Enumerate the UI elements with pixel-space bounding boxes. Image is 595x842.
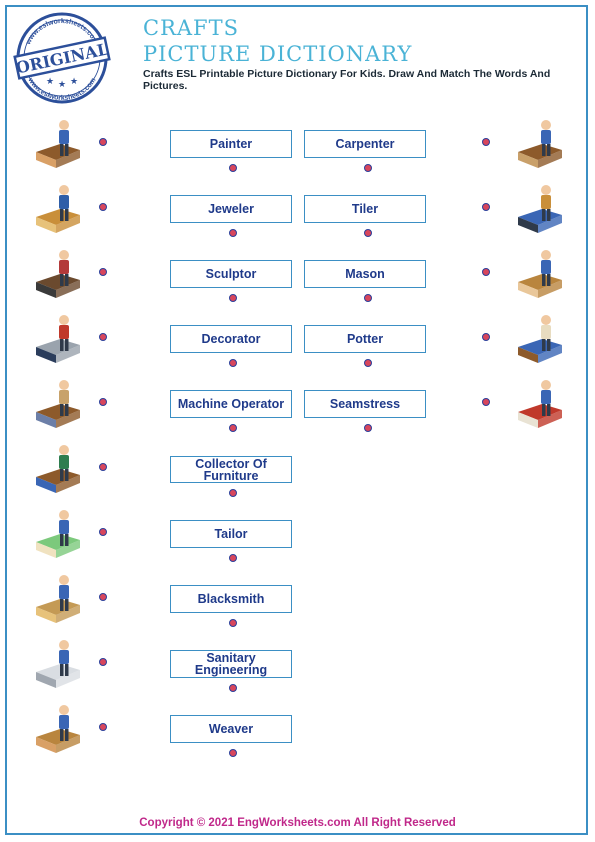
page-subtitle: Crafts ESL Printable Picture Dictionary … bbox=[143, 68, 551, 92]
word-box-right: Mason bbox=[304, 260, 426, 288]
word-box-left: Sculptor bbox=[170, 260, 292, 288]
copyright-footer: Copyright © 2021 EngWorksheets.com All R… bbox=[139, 817, 456, 829]
word-box-left: Weaver bbox=[170, 715, 292, 743]
word-box-left: Machine Operator bbox=[170, 390, 292, 418]
picture-match-dot[interactable] bbox=[99, 333, 107, 341]
picture-match-dot[interactable] bbox=[482, 203, 490, 211]
tiler-worker-icon bbox=[518, 185, 562, 233]
word-box-right: Tiler bbox=[304, 195, 426, 223]
jewelry-workshop-icon bbox=[36, 185, 80, 233]
word-match-dot[interactable] bbox=[229, 554, 237, 562]
floor-tiler-icon bbox=[518, 315, 562, 363]
tailor-mannequins-icon bbox=[36, 315, 80, 363]
sewing-machine-worker-icon bbox=[36, 120, 80, 168]
word-match-dot[interactable] bbox=[229, 164, 237, 172]
word-match-dot[interactable] bbox=[229, 684, 237, 692]
picture-match-dot[interactable] bbox=[99, 658, 107, 666]
wood-planing-icon bbox=[36, 705, 80, 753]
picture-match-dot[interactable] bbox=[99, 398, 107, 406]
word-match-dot[interactable] bbox=[364, 359, 372, 367]
word-match-dot[interactable] bbox=[229, 749, 237, 757]
original-stamp-icon: www.eslworksheets.com www.eslworksheets.… bbox=[13, 12, 111, 104]
picture-match-dot[interactable] bbox=[99, 268, 107, 276]
svg-text:ORIGINAL: ORIGINAL bbox=[14, 39, 110, 77]
page-frame bbox=[5, 5, 588, 835]
word-match-dot[interactable] bbox=[364, 294, 372, 302]
weaving-loom-icon bbox=[36, 380, 80, 428]
blacksmith-anvil-icon bbox=[36, 250, 80, 298]
word-match-dot[interactable] bbox=[229, 619, 237, 627]
picture-match-dot[interactable] bbox=[482, 398, 490, 406]
word-match-dot[interactable] bbox=[229, 359, 237, 367]
page-title-line2: PICTURE DICTIONARY bbox=[143, 42, 413, 66]
page-title: CRAFTS bbox=[143, 16, 240, 40]
picture-match-dot[interactable] bbox=[99, 138, 107, 146]
sculptor-statue-icon bbox=[518, 250, 562, 298]
word-box-left: Painter bbox=[170, 130, 292, 158]
picture-match-dot[interactable] bbox=[99, 203, 107, 211]
word-match-dot[interactable] bbox=[229, 424, 237, 432]
word-match-dot[interactable] bbox=[229, 489, 237, 497]
svg-text:★: ★ bbox=[46, 76, 54, 86]
word-box-left: Jeweler bbox=[170, 195, 292, 223]
word-box-right: Carpenter bbox=[304, 130, 426, 158]
picture-match-dot[interactable] bbox=[482, 138, 490, 146]
picture-match-dot[interactable] bbox=[482, 333, 490, 341]
word-box-right: Seamstress bbox=[304, 390, 426, 418]
desk-craftsman-icon bbox=[36, 445, 80, 493]
shelf-carpenter-icon bbox=[36, 575, 80, 623]
word-box-left: Sanitary Engineering bbox=[170, 650, 292, 678]
picture-match-dot[interactable] bbox=[99, 463, 107, 471]
word-match-dot[interactable] bbox=[364, 424, 372, 432]
word-match-dot[interactable] bbox=[229, 294, 237, 302]
svg-text:★: ★ bbox=[58, 79, 66, 89]
picture-match-dot[interactable] bbox=[99, 593, 107, 601]
word-box-left: Blacksmith bbox=[170, 585, 292, 613]
picture-match-dot[interactable] bbox=[99, 723, 107, 731]
word-match-dot[interactable] bbox=[364, 164, 372, 172]
word-match-dot[interactable] bbox=[364, 229, 372, 237]
word-box-right: Potter bbox=[304, 325, 426, 353]
word-box-left: Collector Of Furniture bbox=[170, 456, 292, 483]
picture-match-dot[interactable] bbox=[482, 268, 490, 276]
potter-wheel-icon bbox=[518, 120, 562, 168]
mason-table-saw-icon bbox=[518, 380, 562, 428]
wall-painter-icon bbox=[36, 510, 80, 558]
picture-match-dot[interactable] bbox=[99, 528, 107, 536]
word-match-dot[interactable] bbox=[229, 229, 237, 237]
word-box-left: Decorator bbox=[170, 325, 292, 353]
word-box-left: Tailor bbox=[170, 520, 292, 548]
svg-text:★: ★ bbox=[70, 76, 78, 86]
plumber-sink-icon bbox=[36, 640, 80, 688]
